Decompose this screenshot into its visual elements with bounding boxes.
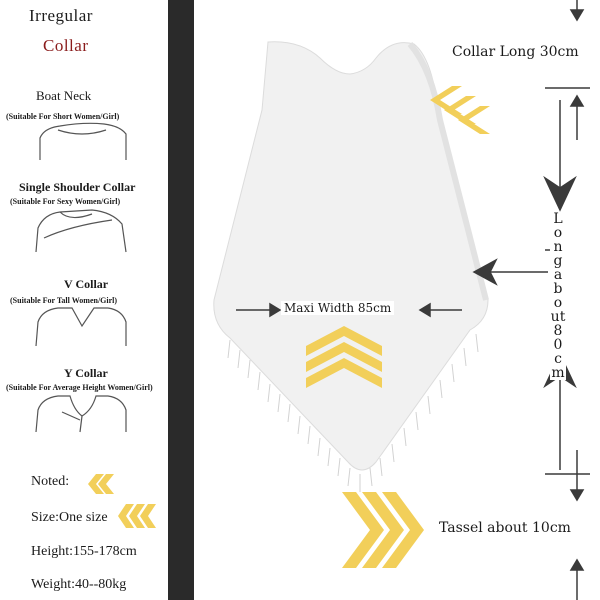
y-collar-icon xyxy=(35,395,127,433)
garment-diagram: Collar Long 30cm Maxi Width 85cm Tassel … xyxy=(194,0,600,600)
boat-neck-icon xyxy=(39,122,127,160)
chevron-marks-collar xyxy=(430,86,490,134)
tassel-length-label: Tassel about 10cm xyxy=(436,520,574,536)
height-label: Height:155-178cm xyxy=(31,544,137,559)
collar-sketches xyxy=(35,122,156,528)
guide-subtitle: Collar xyxy=(43,36,89,55)
guide-title: Irregular xyxy=(29,6,93,25)
noted-chevron-icon xyxy=(88,474,114,494)
noted-label: Noted: xyxy=(31,474,70,489)
size-label: Size:One size xyxy=(31,510,108,525)
v-collar-icon xyxy=(35,307,127,347)
garment-drawing xyxy=(213,0,590,600)
collar-name-v: V Collar xyxy=(64,277,109,291)
size-chevron-icon xyxy=(118,504,156,528)
divider-band xyxy=(168,0,194,600)
poncho-shape xyxy=(213,41,489,471)
collar-note-boat-neck: (Suitable For Short Women/Girl) xyxy=(6,112,120,121)
single-shoulder-icon xyxy=(35,209,127,253)
weight-label: Weight:40--80kg xyxy=(31,577,127,592)
max-width-label: Maxi Width 85cm xyxy=(281,301,395,315)
collar-name-y: Y Collar xyxy=(64,366,108,380)
collar-note-single-shoulder: (Suitable For Sexy Women/Girl) xyxy=(10,197,121,206)
chevron-marks-center xyxy=(306,326,382,388)
tassel-fringe xyxy=(227,333,479,492)
collar-guide-panel: Irregular Collar Boat Neck (Suitable For… xyxy=(0,0,168,600)
length-label: Long about 80cm xyxy=(550,211,566,381)
chevron-marks-tassel xyxy=(342,492,424,568)
collar-length-label: Collar Long 30cm xyxy=(448,42,583,62)
collar-name-boat-neck: Boat Neck xyxy=(36,88,92,103)
collar-note-v: (Suitable For Tall Women/Girl) xyxy=(10,296,118,305)
collar-note-y: (Suitable For Average Height Women/Girl) xyxy=(6,383,153,392)
collar-name-single-shoulder: Single Shoulder Collar xyxy=(19,180,136,194)
